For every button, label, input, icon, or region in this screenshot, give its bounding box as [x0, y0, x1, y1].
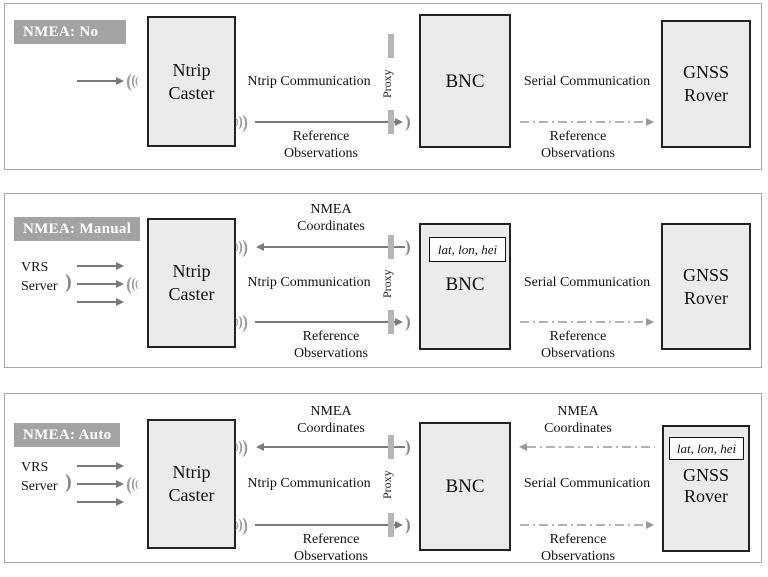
reference-observations-arrow [255, 521, 403, 529]
ntrip-communication-label: Ntrip Communication [247, 275, 371, 290]
wifi-transmit-icon: ))) [235, 236, 248, 258]
reference-observations-arrow [255, 318, 403, 326]
reference-observations-label: Reference Observations [541, 532, 615, 564]
receive-arc-icon: ) [405, 312, 411, 331]
lat-lon-hei-box: lat, lon, hei [429, 237, 506, 262]
reference-observations-label: Reference Observations [284, 129, 358, 161]
serial-communication-label: Serial Communication [523, 476, 651, 491]
wifi-receive-icon: ((( [126, 70, 138, 92]
reference-observations-arrow [255, 118, 403, 126]
serial-reference-arrow [520, 521, 654, 529]
nmea-coordinates-arrow [256, 243, 405, 251]
receive-arc-icon: ) [405, 112, 411, 131]
nmea-coordinates-label: NMEA Coordinates [297, 404, 365, 436]
gnss-rover-label: GNSS Rover [682, 465, 730, 506]
wifi-receive-icon: ((( [126, 273, 138, 295]
nmea-coordinates-label: NMEA Coordinates [297, 202, 365, 234]
proxy-bar-bottom [388, 513, 394, 537]
vrs-stream-arrow [77, 262, 124, 270]
proxy-label: Proxy [380, 69, 394, 99]
bnc-node: BNC [419, 14, 511, 148]
mode-badge: NMEA: Manual [14, 217, 140, 241]
nmea-coordinates-arrow [256, 443, 405, 451]
wifi-transmit-icon: ))) [235, 436, 248, 458]
proxy-label: Proxy [380, 470, 394, 500]
input-stream-arrow [77, 77, 124, 85]
nmea-coordinates-label: NMEA Coordinates [544, 404, 612, 436]
proxy-bar-top [388, 34, 394, 58]
gnss-rover-node: GNSS Rover [661, 223, 751, 350]
bnc-node-label: BNC [445, 274, 485, 295]
reference-observations-label: Reference Observations [541, 129, 615, 161]
vrs-stream-arrow [77, 298, 124, 306]
panel-nmea-no: NMEA: No ((( Ntrip Caster Ntrip Communic… [4, 3, 762, 170]
proxy-bar-top [388, 435, 394, 459]
wifi-transmit-icon: ))) [235, 111, 248, 133]
ntrip-caster-node: Ntrip Caster [147, 16, 236, 147]
ntrip-caster-node: Ntrip Caster [147, 218, 236, 348]
wifi-transmit-icon: ))) [235, 311, 248, 333]
wifi-receive-icon: ((( [126, 473, 138, 495]
receive-arc-icon: ) [405, 437, 411, 456]
receive-arc-icon: ) [405, 515, 411, 534]
proxy-bar-top [388, 235, 394, 259]
vrs-stream-arrow [77, 280, 124, 288]
mode-badge: NMEA: Auto [14, 423, 120, 447]
serial-communication-label: Serial Communication [523, 74, 651, 89]
proxy-bar-bottom [388, 110, 394, 134]
panel-nmea-auto: NMEA: Auto VRS Server ) ((( Ntrip Caster… [4, 393, 762, 564]
serial-reference-arrow [520, 318, 654, 326]
wifi-transmit-icon: ))) [235, 514, 248, 536]
vrs-server-label: VRS Server [21, 260, 58, 294]
proxy-bar-bottom [388, 310, 394, 334]
gnss-rover-node: GNSS Rover [661, 20, 751, 148]
vrs-server-label: VRS Server [21, 460, 58, 494]
vrs-emit-arc-icon: ) [65, 471, 72, 493]
vrs-stream-arrow [77, 498, 124, 506]
serial-communication-label: Serial Communication [523, 275, 651, 290]
vrs-stream-arrow [77, 480, 124, 488]
ntrip-caster-node: Ntrip Caster [147, 419, 236, 549]
receive-arc-icon: ) [405, 237, 411, 256]
ntrip-communication-label: Ntrip Communication [247, 74, 371, 89]
nmea-coordinates-serial-arrow [519, 443, 655, 451]
lat-lon-hei-box: lat, lon, hei [669, 437, 744, 460]
vrs-emit-arc-icon: ) [65, 271, 72, 293]
reference-observations-label: Reference Observations [294, 532, 368, 564]
reference-observations-label: Reference Observations [294, 329, 368, 361]
vrs-stream-arrow [77, 462, 124, 470]
ntrip-communication-label: Ntrip Communication [247, 476, 371, 491]
panel-nmea-manual: NMEA: Manual VRS Server ) ((( Ntrip Cast… [4, 193, 762, 368]
serial-reference-arrow [520, 118, 654, 126]
reference-observations-label: Reference Observations [541, 329, 615, 361]
proxy-label: Proxy [380, 269, 394, 299]
mode-badge: NMEA: No [14, 20, 126, 44]
bnc-node: BNC [419, 422, 511, 551]
